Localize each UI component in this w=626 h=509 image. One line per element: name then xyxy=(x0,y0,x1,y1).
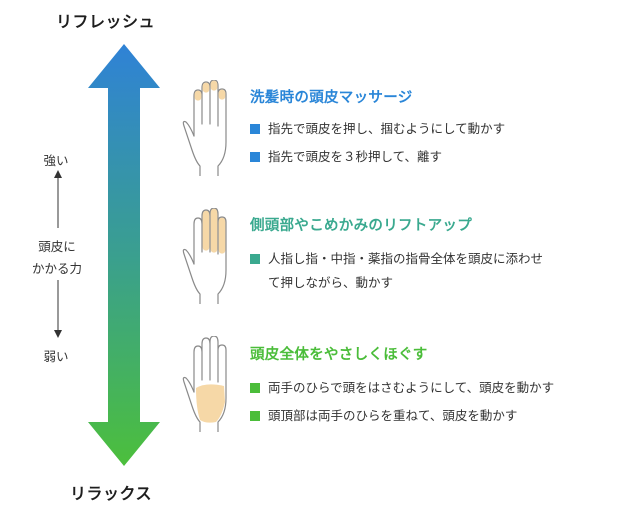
section-title-scalp-massage: 洗髪時の頭皮マッサージ xyxy=(250,90,413,106)
section-list-temple-lift: 人指し指・中指・薬指の指骨全体を頭皮に添わせ て押しながら、動かす xyxy=(250,247,620,295)
hand-fingers-icon xyxy=(182,208,227,304)
section-title-temple-lift: 側頭部やこめかみのリフトアップ xyxy=(250,218,472,234)
list-item-text: 人指し指・中指・薬指の指骨全体を頭皮に添わせ xyxy=(268,251,544,266)
force-label-line1: 頭皮に xyxy=(38,239,76,254)
list-item-text: 指先で頭皮を押し、掴むようにして動かす xyxy=(268,121,506,136)
list-item-continuation: て押しながら、動かす xyxy=(250,271,620,295)
bullet-square-icon xyxy=(250,383,260,393)
section-list-gentle-loosen: 両手のひらで頭をはさむようにして、頭皮を動かす 頭頂部は両手のひらを重ねて、頭皮… xyxy=(250,376,625,428)
hand-palm-icon xyxy=(182,336,227,432)
force-scale-icon xyxy=(54,170,62,338)
double-arrow xyxy=(88,44,160,466)
list-item: 指先で頭皮を押し、掴むようにして動かす xyxy=(250,117,620,141)
list-item-text: て押しながら、動かす xyxy=(268,275,394,290)
top-label: リフレッシュ xyxy=(56,12,156,31)
list-item: 両手のひらで頭をはさむようにして、頭皮を動かす xyxy=(250,376,625,400)
list-item-text: 指先で頭皮を３秒押して、離す xyxy=(268,149,443,164)
bullet-square-icon xyxy=(250,411,260,421)
strong-label: 強い xyxy=(43,153,69,168)
weak-label: 弱い xyxy=(43,349,69,364)
bullet-square-icon xyxy=(250,254,260,264)
list-item: 人指し指・中指・薬指の指骨全体を頭皮に添わせ xyxy=(250,247,620,271)
bullet-square-icon xyxy=(250,152,260,162)
list-item-text: 両手のひらで頭をはさむようにして、頭皮を動かす xyxy=(268,380,555,395)
section-list-scalp-massage: 指先で頭皮を押し、掴むようにして動かす 指先で頭皮を３秒押して、離す xyxy=(250,117,620,169)
force-label-line2: かかる力 xyxy=(31,261,82,276)
bullet-square-icon xyxy=(250,124,260,134)
list-item: 頭頂部は両手のひらを重ねて、頭皮を動かす xyxy=(250,404,625,428)
list-item: 指先で頭皮を３秒押して、離す xyxy=(250,145,620,169)
section-title-gentle-loosen: 頭皮全体をやさしくほぐす xyxy=(250,347,428,363)
list-item-text: 頭頂部は両手のひらを重ねて、頭皮を動かす xyxy=(268,408,518,423)
hand-fingertips-icon xyxy=(182,80,227,176)
bottom-label: リラックス xyxy=(70,484,153,503)
